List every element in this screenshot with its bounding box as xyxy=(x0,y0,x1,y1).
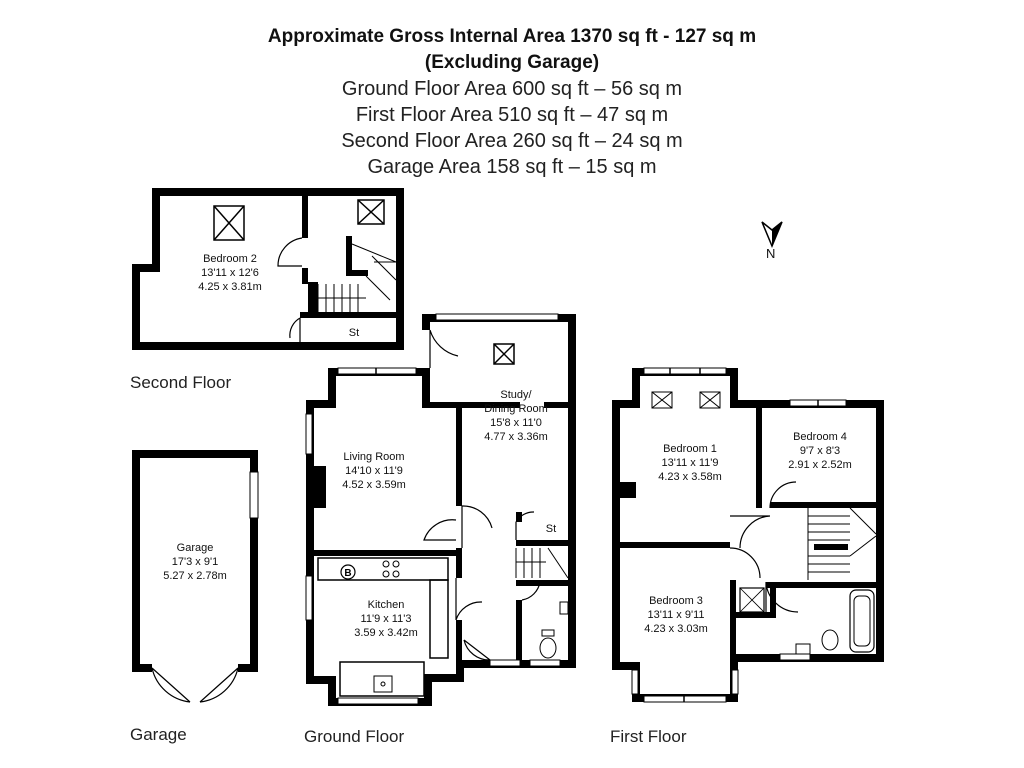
study-metric: 4.77 x 3.36m xyxy=(484,431,548,443)
second-floor-store-label: St xyxy=(349,327,359,339)
second-floor-area: Second Floor Area 260 sq ft – 24 sq m xyxy=(341,130,683,152)
garage-room-label: Garage xyxy=(177,542,214,554)
first-floor-plan: Bedroom 1 13'11 x 11'9 4.23 x 3.58m Bedr… xyxy=(610,367,884,746)
excluding-garage-note: (Excluding Garage) xyxy=(424,52,600,73)
gross-area-title: Approximate Gross Internal Area 1370 sq … xyxy=(267,26,757,47)
garage-metric: 5.27 x 2.78m xyxy=(163,570,227,582)
first-floor-label: First Floor xyxy=(610,727,687,746)
first-floor-area: First Floor Area 510 sq ft – 47 sq m xyxy=(355,104,669,126)
ground-floor-store-label: St xyxy=(546,523,556,535)
bedroom-2-label: Bedroom 2 xyxy=(203,253,257,265)
ground-floor-label: Ground Floor xyxy=(304,727,404,746)
garage-plan: Garage 17'3 x 9'1 5.27 x 2.78m Garage xyxy=(130,450,259,744)
garage-area: Garage Area 158 sq ft – 15 sq m xyxy=(367,156,657,178)
dining-room-label: Dining Room xyxy=(484,403,548,415)
garage-imperial: 17'3 x 9'1 xyxy=(172,556,218,568)
bedroom-1-imperial: 13'11 x 11'9 xyxy=(661,457,718,469)
kitchen-imperial: 11'9 x 11'3 xyxy=(361,613,412,625)
bedroom-1-metric: 4.23 x 3.58m xyxy=(658,471,722,483)
bedroom-3-imperial: 13'11 x 9'11 xyxy=(647,609,704,621)
bedroom-4-metric: 2.91 x 2.52m xyxy=(788,459,852,471)
living-room-metric: 4.52 x 3.59m xyxy=(342,479,406,491)
bedroom-3-metric: 4.23 x 3.03m xyxy=(644,623,708,635)
ground-floor-area: Ground Floor Area 600 sq ft – 56 sq m xyxy=(341,78,683,100)
study-imperial: 15'8 x 11'0 xyxy=(490,417,542,429)
living-room-imperial: 14'10 x 11'9 xyxy=(345,465,403,477)
bedroom-4-imperial: 9'7 x 8'3 xyxy=(800,445,840,457)
garage-floor-label: Garage xyxy=(130,725,187,744)
kitchen-metric: 3.59 x 3.42m xyxy=(354,627,418,639)
bedroom-1-label: Bedroom 1 xyxy=(663,443,717,455)
living-room-label: Living Room xyxy=(343,451,404,463)
ground-floor-plan: B Living Room 14'10 x 11'9 4.52 x 3.59m … xyxy=(304,313,576,746)
bedroom-2-metric: 4.25 x 3.81m xyxy=(198,281,262,293)
boiler-label: B xyxy=(344,568,351,579)
study-label: Study/ xyxy=(500,389,532,401)
second-floor-label: Second Floor xyxy=(130,373,231,392)
bedroom-4-label: Bedroom 4 xyxy=(793,431,847,443)
north-letter: N xyxy=(766,246,775,261)
bedroom-3-label: Bedroom 3 xyxy=(649,595,703,607)
north-arrow-icon: N xyxy=(761,221,783,261)
bedroom-2-imperial: 13'11 x 12'6 xyxy=(201,267,259,279)
second-floor-plan: Bedroom 2 13'11 x 12'6 4.25 x 3.81m St S… xyxy=(130,188,404,392)
kitchen-label: Kitchen xyxy=(368,599,405,611)
